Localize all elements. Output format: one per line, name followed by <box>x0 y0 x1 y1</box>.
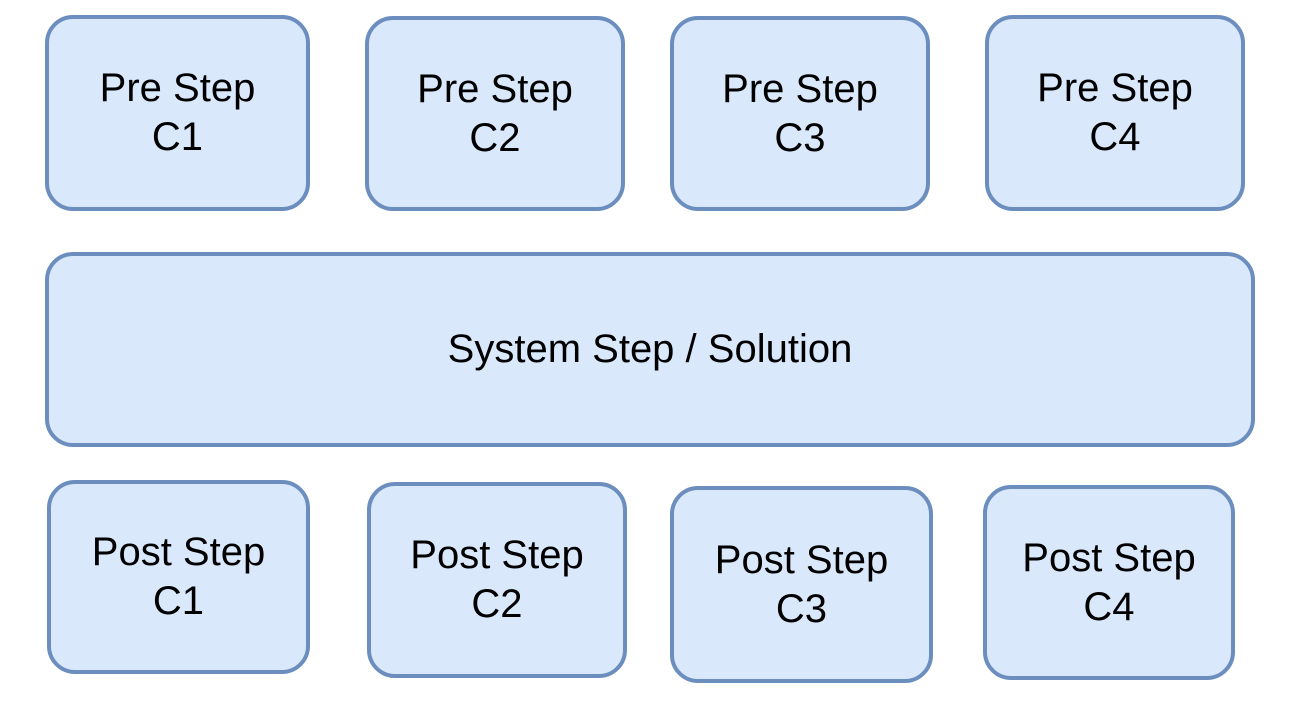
node-label-line2: C1 <box>151 115 204 159</box>
post-step-c3-label: Post Step C3 <box>715 536 888 634</box>
node-label-line2: C2 <box>469 115 521 160</box>
post-step-c4-node: Post Step C4 <box>983 485 1235 680</box>
pre-step-c3-label: Pre Step C3 <box>722 65 878 163</box>
node-label-line1: Pre Step <box>417 66 573 111</box>
node-label-line2: C3 <box>774 115 826 160</box>
pre-step-c1-node: Pre Step C1 <box>45 15 310 211</box>
node-label-line2: C1 <box>152 579 205 623</box>
node-label-line1: Pre Step <box>722 66 878 111</box>
node-label-line1: Post Step <box>714 537 889 582</box>
node-label-line1: Pre Step <box>99 66 256 110</box>
pre-step-c2-node: Pre Step C2 <box>365 16 625 211</box>
node-label-line1: Post Step <box>1022 535 1196 580</box>
post-step-c2-label: Post Step C2 <box>410 531 583 629</box>
node-label-line2: C4 <box>1089 115 1141 159</box>
pre-step-c4-node: Pre Step C4 <box>985 15 1245 211</box>
node-label-line2: C4 <box>1083 584 1135 629</box>
post-step-c2-node: Post Step C2 <box>367 482 627 678</box>
node-label-line1: System Step / Solution <box>447 327 853 371</box>
system-step-node: System Step / Solution <box>45 252 1255 447</box>
system-step-label: System Step / Solution <box>448 325 853 374</box>
node-label-line1: Pre Step <box>1037 66 1193 110</box>
pre-step-c3-node: Pre Step C3 <box>670 16 930 211</box>
node-label-line2: C3 <box>775 586 828 631</box>
post-step-c1-node: Post Step C1 <box>47 480 310 674</box>
post-step-c1-label: Post Step C1 <box>92 528 265 626</box>
post-step-c4-label: Post Step C4 <box>1022 534 1195 632</box>
node-label-line1: Post Step <box>410 533 584 577</box>
post-step-c3-node: Post Step C3 <box>670 486 933 683</box>
node-label-line2: C2 <box>471 582 523 626</box>
pre-step-c1-label: Pre Step C1 <box>100 64 256 162</box>
node-label-line1: Post Step <box>91 530 266 574</box>
pre-step-c4-label: Pre Step C4 <box>1037 64 1193 162</box>
pre-step-c2-label: Pre Step C2 <box>417 65 573 163</box>
